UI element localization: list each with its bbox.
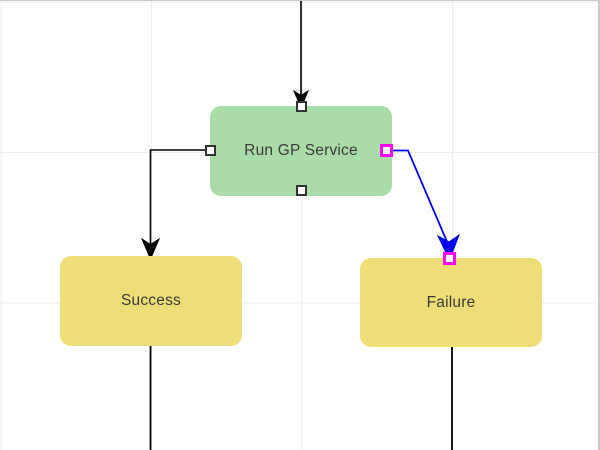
edge-incoming-top[interactable] [292,1,310,110]
edge-run-to-failure[interactable] [392,149,461,262]
node-label: Failure [426,293,476,311]
node-label: Run GP Service [244,142,358,159]
connection-handle-failure-top-selected[interactable] [443,252,456,265]
node-success[interactable]: Success [60,256,242,346]
node-failure[interactable]: Failure [360,258,542,347]
node-run-gp-service[interactable]: Run GP Service [210,106,392,196]
connection-handle-run-top[interactable] [296,101,307,112]
connection-handle-run-right-selected[interactable] [380,144,393,157]
connection-handle-run-bottom[interactable] [296,185,307,196]
node-label: Success [121,292,181,309]
edge-run-to-success[interactable] [140,149,205,261]
connection-handle-run-left[interactable] [205,145,216,156]
